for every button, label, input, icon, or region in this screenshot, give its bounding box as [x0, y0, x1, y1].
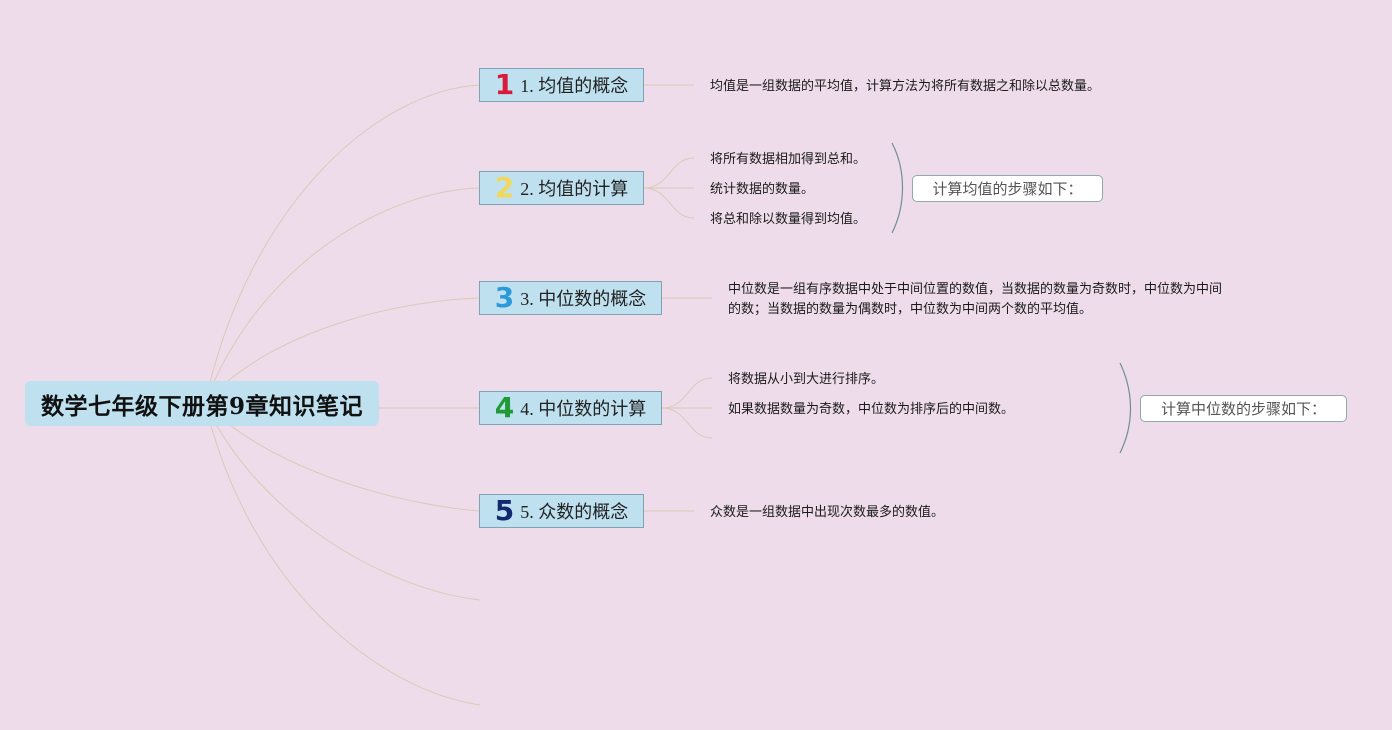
topic-4[interactable]: 4 4. 中位数的计算 [479, 391, 662, 425]
summary-median-steps[interactable]: 计算中位数的步骤如下： [1140, 395, 1347, 422]
leaf-mean-step-1[interactable]: 将所有数据相加得到总和。 [710, 152, 867, 167]
leaf-mean-step-2[interactable]: 统计数据的数量。 [710, 182, 815, 197]
leaf-median-step-2[interactable]: 如果数据数量为奇数，中位数为排序后的中间数。 [728, 402, 1015, 417]
number-4-icon: 4 [494, 391, 515, 424]
topic-5-label: 5. 众数的概念 [520, 502, 629, 522]
topic-1-label: 1. 均值的概念 [520, 76, 629, 96]
leaf-mode-concept[interactable]: 众数是一组数据中出现次数最多的数值。 [710, 505, 945, 520]
topic-3[interactable]: 3 3. 中位数的概念 [479, 281, 662, 315]
number-3-icon: 3 [494, 281, 515, 314]
topic-5[interactable]: 5 5. 众数的概念 [479, 494, 644, 528]
leaf-mean-concept[interactable]: 均值是一组数据的平均值，计算方法为将所有数据之和除以总数量。 [710, 79, 1101, 94]
root-topic[interactable]: 数学七年级下册第9章知识笔记 [25, 381, 379, 426]
number-5-icon: 5 [494, 494, 515, 527]
number-2-icon: 2 [494, 171, 515, 204]
leaf-mean-step-3[interactable]: 将总和除以数量得到均值。 [710, 212, 867, 227]
topic-2[interactable]: 2 2. 均值的计算 [479, 171, 644, 205]
number-1-icon: 1 [494, 68, 515, 101]
topic-1[interactable]: 1 1. 均值的概念 [479, 68, 644, 102]
topic-4-label: 4. 中位数的计算 [520, 399, 647, 419]
topic-2-label: 2. 均值的计算 [520, 179, 629, 199]
leaf-median-concept[interactable]: 中位数是一组有序数据中处于中间位置的数值，当数据的数量为奇数时，中位数为中间的数… [728, 282, 1223, 317]
topic-3-label: 3. 中位数的概念 [520, 289, 647, 309]
summary-mean-steps[interactable]: 计算均值的步骤如下： [912, 175, 1103, 202]
leaf-median-step-1[interactable]: 将数据从小到大进行排序。 [728, 372, 885, 387]
